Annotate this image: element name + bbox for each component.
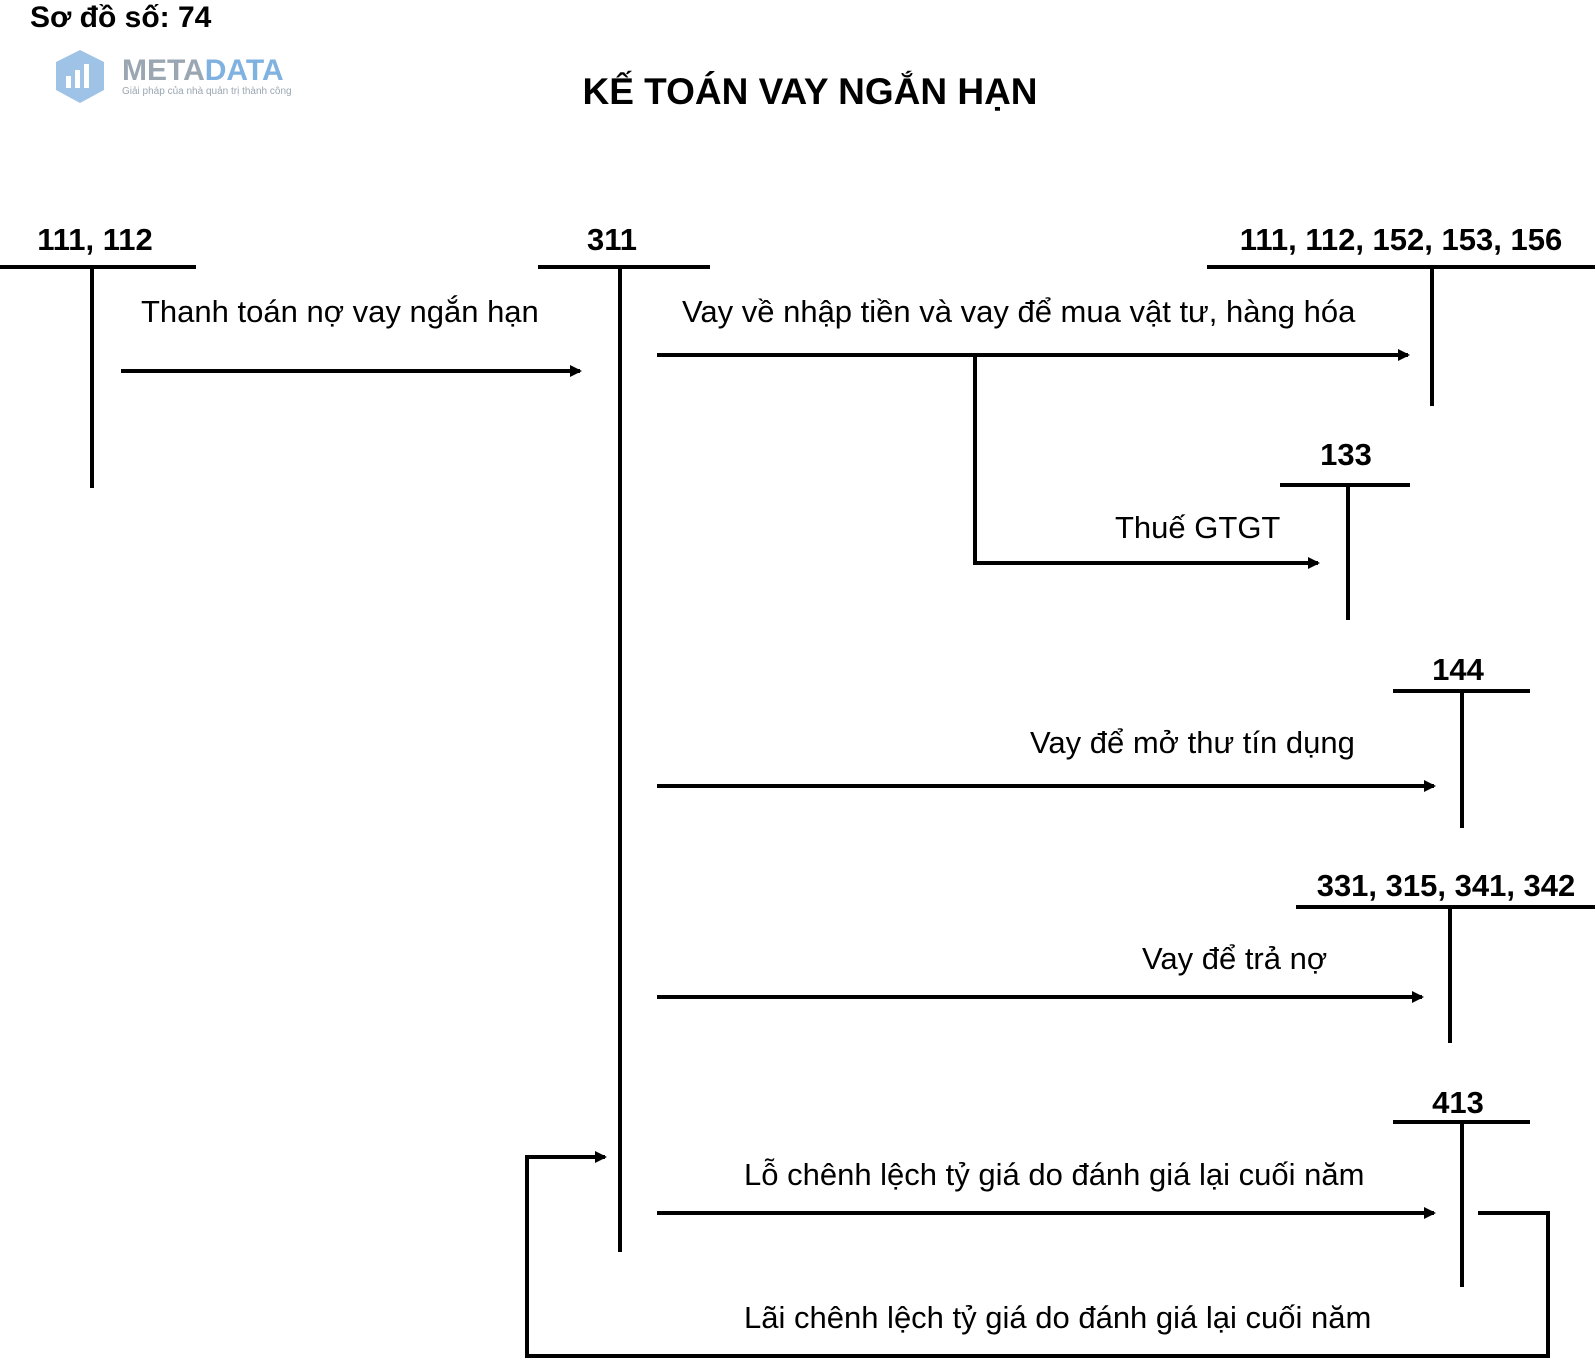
account-label-111-112: 111, 112 [37, 222, 153, 257]
account-label-111-156: 111, 112, 152, 153, 156 [1240, 222, 1562, 257]
logo-bar-icon [84, 64, 89, 88]
entry-letter-of-credit: Vay để mở thư tín dụng [1030, 725, 1355, 760]
account-label-311: 311 [587, 222, 637, 257]
entry-pay-debt: Vay để trả nợ [1142, 941, 1327, 976]
logo-bar-icon [66, 76, 71, 88]
diagram-number: Sơ đồ số: 74 [30, 1, 212, 34]
account-label-331-342: 331, 315, 341, 342 [1317, 868, 1576, 903]
arrow-fx-gain [525, 1151, 1550, 1358]
arrow-vat [973, 355, 1320, 569]
logo-tagline: Giải pháp của nhà quản trị thành công [122, 85, 292, 97]
entry-borrow-goods: Vay về nhập tiền và vay để mua vật tư, h… [682, 294, 1356, 329]
diagram-title: KẾ TOÁN VAY NGẮN HẠN [582, 70, 1037, 112]
account-label-144: 144 [1432, 652, 1484, 687]
entry-vat: Thuế GTGT [1115, 510, 1280, 545]
entry-repay: Thanh toán nợ vay ngắn hạn [141, 294, 539, 329]
metadata-logo: METADATA Giải pháp của nhà quản trị thàn… [56, 50, 292, 103]
account-label-133: 133 [1320, 437, 1372, 472]
entry-fx-loss: Lỗ chênh lệch tỷ giá do đánh giá lại cuố… [744, 1157, 1364, 1192]
account-label-413: 413 [1432, 1085, 1484, 1120]
logo-name-part2: DATA [205, 54, 284, 87]
logo-bar-icon [75, 70, 80, 88]
entry-fx-gain: Lãi chênh lệch tỷ giá do đánh giá lại cu… [744, 1300, 1371, 1335]
logo-name-part1: META [122, 54, 205, 87]
svg-text:METADATA: METADATA [122, 54, 284, 87]
